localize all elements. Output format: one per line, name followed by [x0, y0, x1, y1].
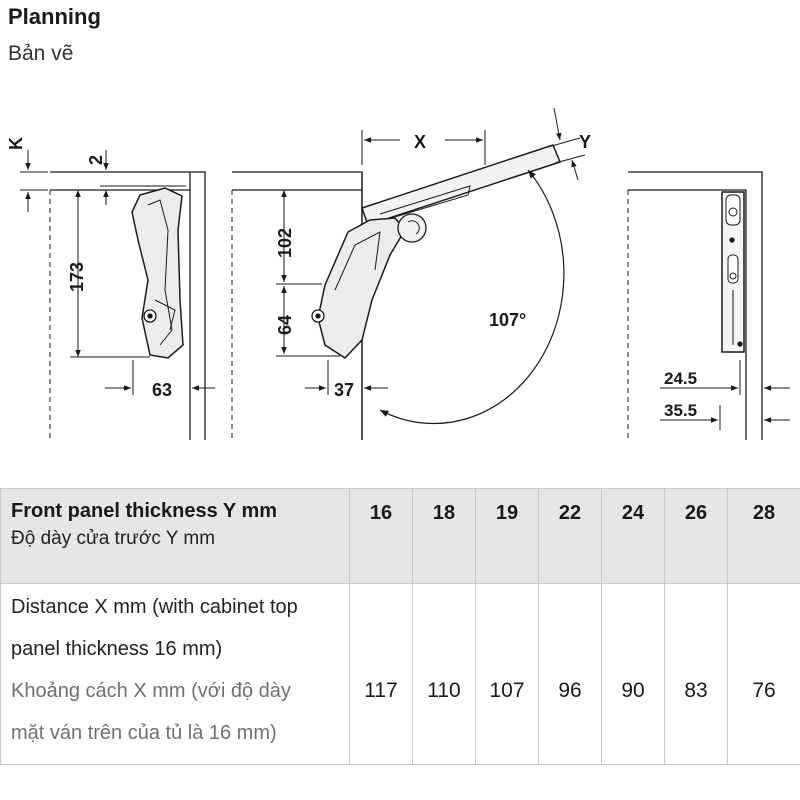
dim-64: 64: [275, 315, 295, 335]
thickness-cell: 22: [538, 488, 602, 584]
dim-angle: 107°: [489, 310, 526, 330]
table-header-row: Front panel thickness Y mm Độ dày cửa tr…: [0, 488, 800, 584]
row-label-vi-2: mặt ván trên của tủ là 16 mm): [11, 722, 277, 744]
distance-cell: 83: [664, 583, 728, 765]
thickness-cell: 24: [601, 488, 665, 584]
table-body-row: Distance X mm (with cabinet top panel th…: [0, 583, 800, 765]
cabinet-top-panel: [50, 171, 191, 191]
front-view: [627, 171, 790, 440]
dim-37: 37: [334, 380, 354, 400]
dim-k: K: [6, 137, 26, 150]
lift-mechanism-mid: [317, 217, 406, 359]
thickness-cell: 18: [412, 488, 476, 584]
row-label-vi-1: Khoảng cách X mm (với độ dày: [11, 680, 291, 702]
dim-2: 2: [86, 155, 106, 165]
header-label-cell: Front panel thickness Y mm Độ dày cửa tr…: [0, 488, 350, 584]
distance-cell: 107: [475, 583, 539, 765]
distance-cell: 76: [727, 583, 800, 765]
opening-angle-arc: [379, 169, 565, 425]
distance-cell: 117: [349, 583, 413, 765]
lift-mechanism: [131, 187, 184, 359]
specification-table: Front panel thickness Y mm Độ dày cửa tr…: [0, 488, 800, 765]
page-subtitle: Bản vẽ: [8, 42, 74, 65]
row-label-en-1: Distance X mm (with cabinet top: [11, 596, 298, 618]
thickness-cell: 16: [349, 488, 413, 584]
open-flap: [361, 144, 562, 226]
dim-x: X: [414, 132, 426, 152]
page-title: Planning: [8, 4, 101, 29]
side-view-closed: [20, 150, 215, 440]
dim-35-5: 35.5: [664, 401, 697, 420]
dim-102: 102: [275, 228, 295, 258]
thickness-cell: 26: [664, 488, 728, 584]
row-label-en-2: panel thickness 16 mm): [11, 638, 223, 660]
distance-cell: 96: [538, 583, 602, 765]
row-label-cell: Distance X mm (with cabinet top panel th…: [0, 583, 350, 765]
thickness-cell: 28: [727, 488, 800, 584]
dim-y: Y: [579, 132, 591, 152]
cabinet-top-panel-mid: [232, 171, 363, 191]
thickness-cell: 19: [475, 488, 539, 584]
dim-63: 63: [152, 380, 172, 400]
distance-cell: 110: [412, 583, 476, 765]
header-label-en: Front panel thickness Y mm: [11, 500, 278, 522]
technical-drawing: K 2 173 63: [6, 107, 790, 440]
distance-cell: 90: [601, 583, 665, 765]
dim-173: 173: [67, 262, 87, 292]
side-view-open: [231, 107, 586, 440]
dim-24-5: 24.5: [664, 369, 697, 388]
header-label-vi: Độ dày cửa trước Y mm: [11, 528, 216, 549]
cabinet-side-panel: [189, 171, 206, 440]
